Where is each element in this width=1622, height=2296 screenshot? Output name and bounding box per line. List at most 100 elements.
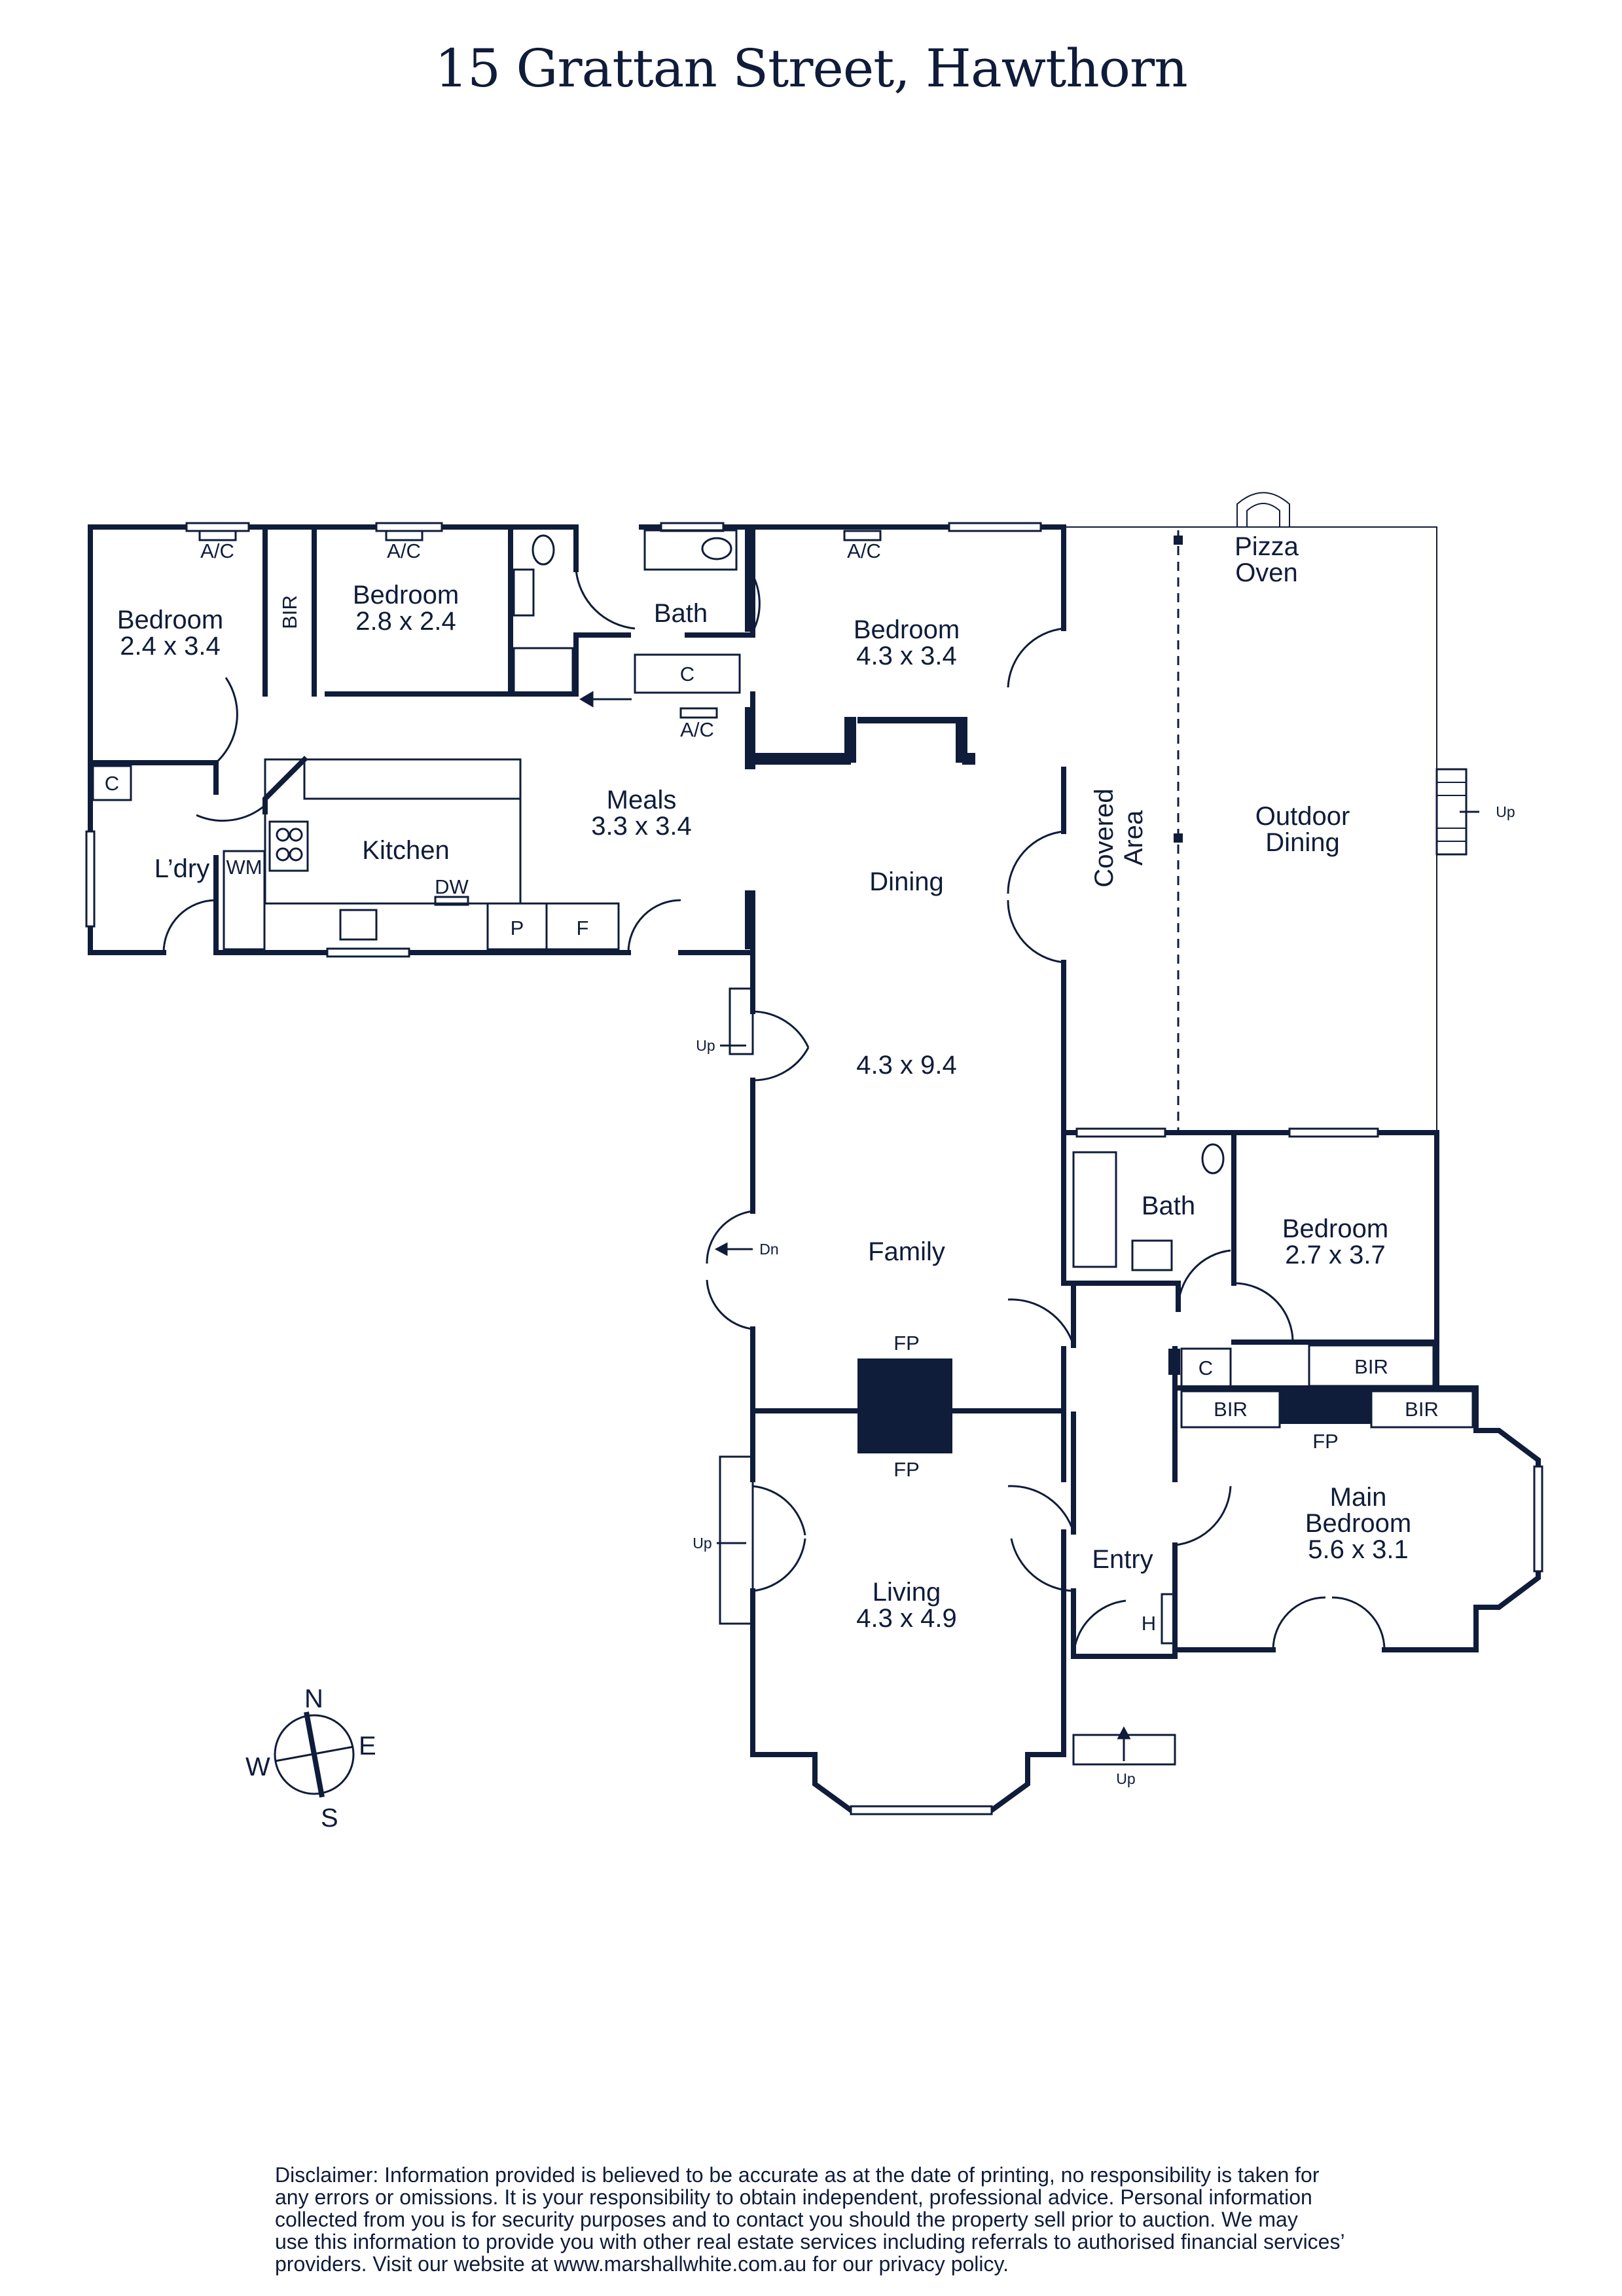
window-2 [375, 522, 443, 532]
door-entry-family [1007, 1298, 1075, 1346]
door-bed-a [215, 677, 238, 764]
door-french-1 [752, 1010, 810, 1048]
bath-mid-label: Bath [1142, 1192, 1195, 1220]
door-bath [748, 569, 761, 632]
ac-unit-4 [679, 707, 718, 719]
main-bedroom-line2: Bedroom [1305, 1509, 1411, 1538]
compass-s: S [321, 1804, 338, 1832]
thick-wall-8 [956, 717, 967, 763]
door-laundry [162, 899, 217, 953]
p-label: P [511, 917, 524, 939]
door-family-dn-2 [706, 1279, 753, 1330]
dw-label: DW [435, 875, 469, 898]
window-6 [85, 830, 96, 928]
arrow-up-entry-head [1117, 1726, 1131, 1740]
bir-vertical: BIR [278, 595, 301, 629]
cooktop [268, 820, 309, 872]
bir-label-3: BIR [1405, 1398, 1439, 1421]
laundry-label: L’dry [154, 854, 210, 883]
pizza-oven-line1: Pizza [1235, 532, 1299, 561]
bedroom-a-name: Bedroom [117, 606, 223, 634]
door-bedroom-d [1233, 1282, 1294, 1343]
covered-area-line2: Area [1119, 810, 1148, 866]
fireplace-block [857, 1358, 952, 1453]
c-label-1: C [680, 663, 694, 685]
vanity-mid [1131, 1239, 1173, 1271]
window-10 [1533, 1465, 1543, 1573]
burner-3 [276, 847, 290, 862]
living-name: Living [873, 1578, 941, 1607]
bath-top-label: Bath [654, 599, 708, 628]
window-8 [1288, 1127, 1379, 1138]
dining-family-dims: 4.3 x 9.4 [856, 1051, 956, 1080]
bedroom-d-name: Bedroom [1282, 1214, 1388, 1243]
door-main-french-1 [1272, 1596, 1326, 1650]
covered-area-label: Covered Area [1090, 788, 1148, 887]
ac-unit-3 [843, 530, 882, 541]
up-label-2: Up [693, 1535, 712, 1552]
ac-label-4: A/C [680, 718, 714, 741]
outdoor-outline [1064, 526, 1437, 1133]
bedroom-a-dims: 2.4 x 3.4 [120, 632, 220, 661]
door-dining-1 [1007, 830, 1064, 894]
fireplace-bedroom [1280, 1388, 1371, 1424]
ac-label-1: A/C [200, 539, 234, 562]
c-cupboard-1 [634, 653, 741, 694]
ac-label-3: A/C [847, 539, 881, 562]
wall-laundry-bottom [88, 524, 579, 955]
door-main-french-2 [1331, 1596, 1386, 1650]
family-label: Family [868, 1237, 945, 1266]
c-cupboard-3 [1180, 1347, 1232, 1389]
bir-2 [1180, 1390, 1281, 1429]
disclaimer-line-4: use this information to provide you with… [275, 2230, 1345, 2253]
burner-4 [289, 847, 303, 862]
bedroom-c-name: Bedroom [854, 615, 960, 644]
toilets [276, 534, 1225, 1175]
arrow-dn-head [714, 1242, 728, 1256]
ac-label-2: A/C [387, 539, 421, 562]
door-family-dn [706, 1210, 753, 1264]
door-bath-mid [1177, 1249, 1231, 1310]
shower [513, 647, 574, 694]
door-living-2 [1010, 1538, 1074, 1592]
doors [162, 569, 1386, 1657]
dining-label: Dining [869, 867, 943, 896]
compass-w: W [245, 1753, 270, 1781]
door-living [1007, 1485, 1075, 1533]
covered-area-line1: Covered [1090, 788, 1119, 887]
c-cupboard-2 [92, 765, 132, 801]
vanity-ensuite [513, 568, 535, 617]
main-bedroom-line1: Main [1330, 1483, 1387, 1512]
toilet-top [643, 529, 738, 571]
window-9 [850, 1805, 993, 1815]
meals-name: Meals [607, 786, 677, 814]
thick-wall-6 [844, 717, 856, 763]
thick-wall-9 [1168, 1349, 1180, 1375]
outdoor-dining-line1: Outdoor [1255, 802, 1350, 831]
kitchen-label: Kitchen [362, 836, 449, 865]
bedroom-c-dims: 4.3 x 3.4 [856, 642, 956, 670]
living-dims: 4.3 x 4.9 [856, 1604, 956, 1633]
bir-3 [1370, 1390, 1474, 1429]
c-label-2: C [105, 772, 119, 795]
door-french-2 [752, 1047, 810, 1082]
step-west-bottom [719, 1455, 754, 1625]
pizza-oven-shape [1236, 492, 1290, 527]
disclaimer-line-1: Disclaimer: Information provided is beli… [275, 2163, 1320, 2187]
thick-wall-4 [753, 753, 851, 765]
room-labels: Bedroom 2.4 x 3.4 Bedroom 2.8 x 2.4 Bath… [117, 532, 1411, 1633]
outdoor-dining-line2: Dining [1265, 828, 1339, 857]
door-kitchen-exit [627, 899, 681, 953]
sink [339, 909, 378, 941]
window-4 [948, 522, 1042, 532]
disclaimer-line-3: collected from you is for security purpo… [275, 2208, 1298, 2231]
bedroom-b-name: Bedroom [353, 581, 459, 610]
toilet-2 [532, 534, 555, 566]
outdoor-area [1064, 492, 1466, 1133]
door-ensuite [575, 569, 636, 630]
wall-bath-mid [1061, 1130, 1439, 1391]
pizza-oven-line2: Oven [1235, 558, 1298, 587]
thick-walls [745, 527, 1371, 1453]
h-box [1161, 1593, 1176, 1645]
door-living-french-1 [752, 1485, 806, 1536]
